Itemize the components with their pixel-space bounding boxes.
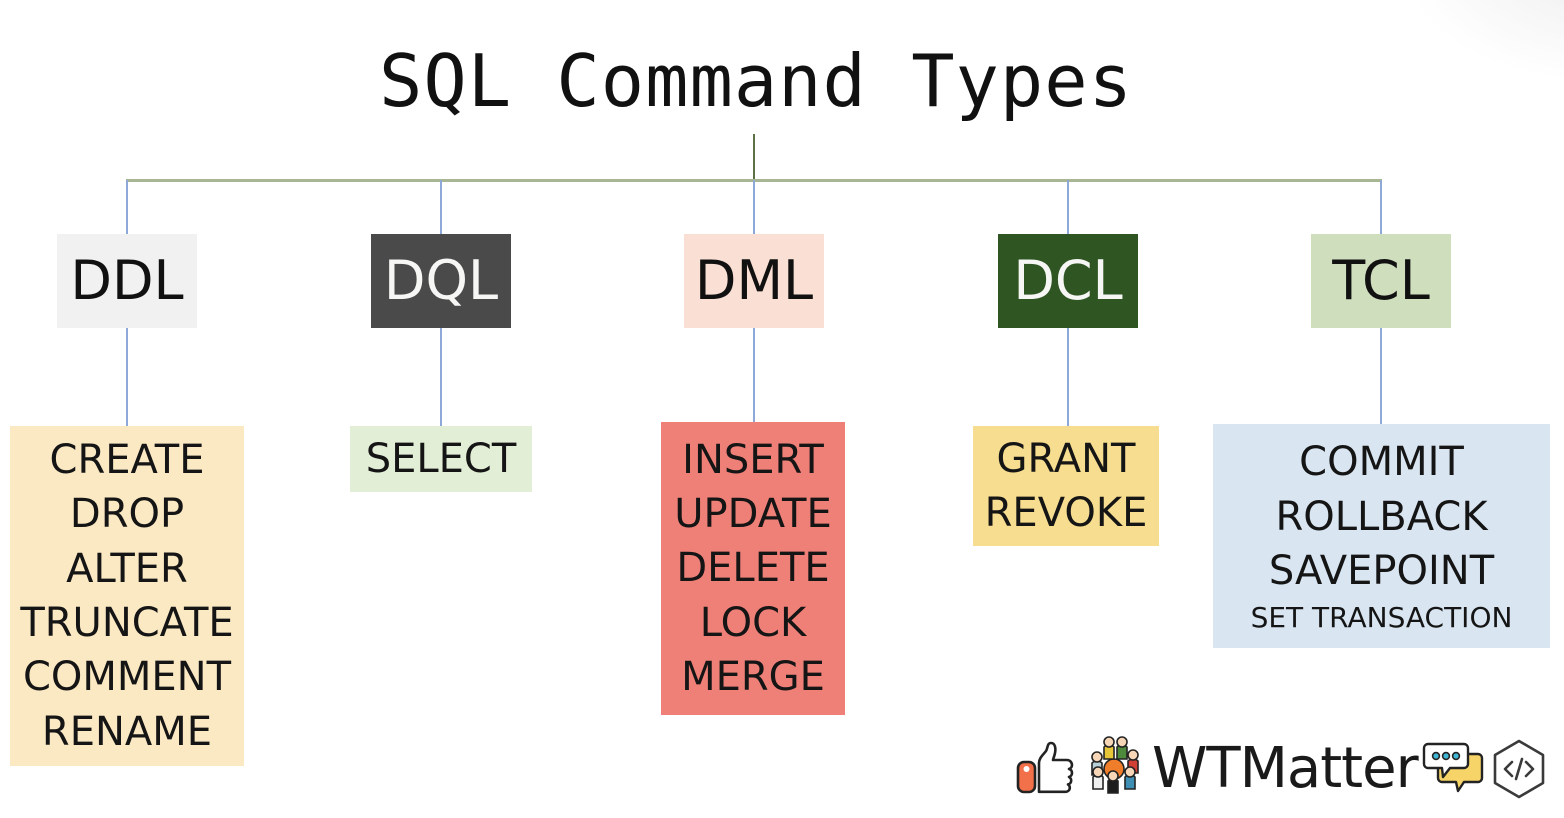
connector-drop-dcl-commands bbox=[1067, 328, 1069, 428]
category-label-ddl: DDL bbox=[70, 249, 184, 312]
command-item: SAVEPOINT bbox=[1268, 548, 1495, 595]
command-list-dcl: GRANT REVOKE bbox=[973, 426, 1159, 546]
connector-drop-ddl-commands bbox=[126, 328, 128, 428]
command-item: GRANT bbox=[996, 435, 1136, 482]
command-item: RENAME bbox=[41, 708, 213, 755]
command-item: SELECT bbox=[365, 435, 517, 482]
category-label-tcl: TCL bbox=[1332, 249, 1430, 312]
category-label-dcl: DCL bbox=[1013, 249, 1123, 312]
wtmatter-logo[interactable]: WTMatter bbox=[1014, 736, 1548, 802]
logo-wordmark: WTMatter bbox=[1152, 736, 1419, 801]
corner-gradient bbox=[1404, 0, 1564, 80]
connector-drop-dql-commands bbox=[440, 328, 442, 428]
thumbs-up-icon bbox=[1014, 738, 1076, 800]
command-item: LOCK bbox=[699, 599, 807, 646]
command-item: ALTER bbox=[66, 545, 188, 592]
category-label-dql: DQL bbox=[383, 249, 499, 312]
command-item: INSERT bbox=[682, 436, 824, 483]
connector-drop-tcl-commands bbox=[1380, 328, 1382, 428]
diagram-title: SQL Command Types bbox=[353, 27, 1159, 134]
command-item: TRUNCATE bbox=[20, 600, 234, 646]
command-item: COMMIT bbox=[1299, 439, 1464, 486]
code-hexagon-icon bbox=[1490, 738, 1548, 800]
command-item: DROP bbox=[69, 491, 185, 538]
connector-drop-tcl bbox=[1380, 180, 1382, 234]
command-item: ROLLBACK bbox=[1275, 493, 1488, 540]
connector-drop-ddl bbox=[126, 180, 128, 234]
command-list-dml: INSERT UPDATE DELETE LOCK MERGE bbox=[661, 422, 845, 715]
command-item: SET TRANSACTION bbox=[1250, 600, 1513, 634]
people-circle-icon bbox=[1080, 735, 1148, 803]
command-item: CREATE bbox=[49, 436, 205, 483]
command-item: DELETE bbox=[676, 545, 830, 592]
category-box-dcl[interactable]: DCL bbox=[998, 234, 1138, 328]
command-list-dql: SELECT bbox=[350, 426, 532, 492]
category-box-tcl[interactable]: TCL bbox=[1311, 234, 1451, 328]
category-box-dql[interactable]: DQL bbox=[371, 234, 511, 328]
command-item: MERGE bbox=[681, 654, 825, 701]
speech-bubbles-icon bbox=[1422, 740, 1486, 798]
command-item: REVOKE bbox=[984, 490, 1148, 536]
connector-title-stem bbox=[753, 134, 755, 180]
command-list-ddl: CREATE DROP ALTER TRUNCATE COMMENT RENAM… bbox=[10, 426, 244, 766]
category-label-dml: DML bbox=[694, 249, 814, 312]
category-box-ddl[interactable]: DDL bbox=[57, 234, 197, 328]
connector-drop-dml bbox=[753, 180, 755, 234]
category-box-dml[interactable]: DML bbox=[684, 234, 824, 328]
page-title: SQL Command Types bbox=[379, 38, 1133, 123]
connector-drop-dcl bbox=[1067, 180, 1069, 234]
command-item: UPDATE bbox=[674, 490, 832, 537]
command-list-tcl: COMMIT ROLLBACK SAVEPOINT SET TRANSACTIO… bbox=[1213, 424, 1550, 648]
command-item: COMMENT bbox=[22, 654, 232, 701]
connector-drop-dml-commands bbox=[753, 328, 755, 428]
connector-drop-dql bbox=[440, 180, 442, 234]
